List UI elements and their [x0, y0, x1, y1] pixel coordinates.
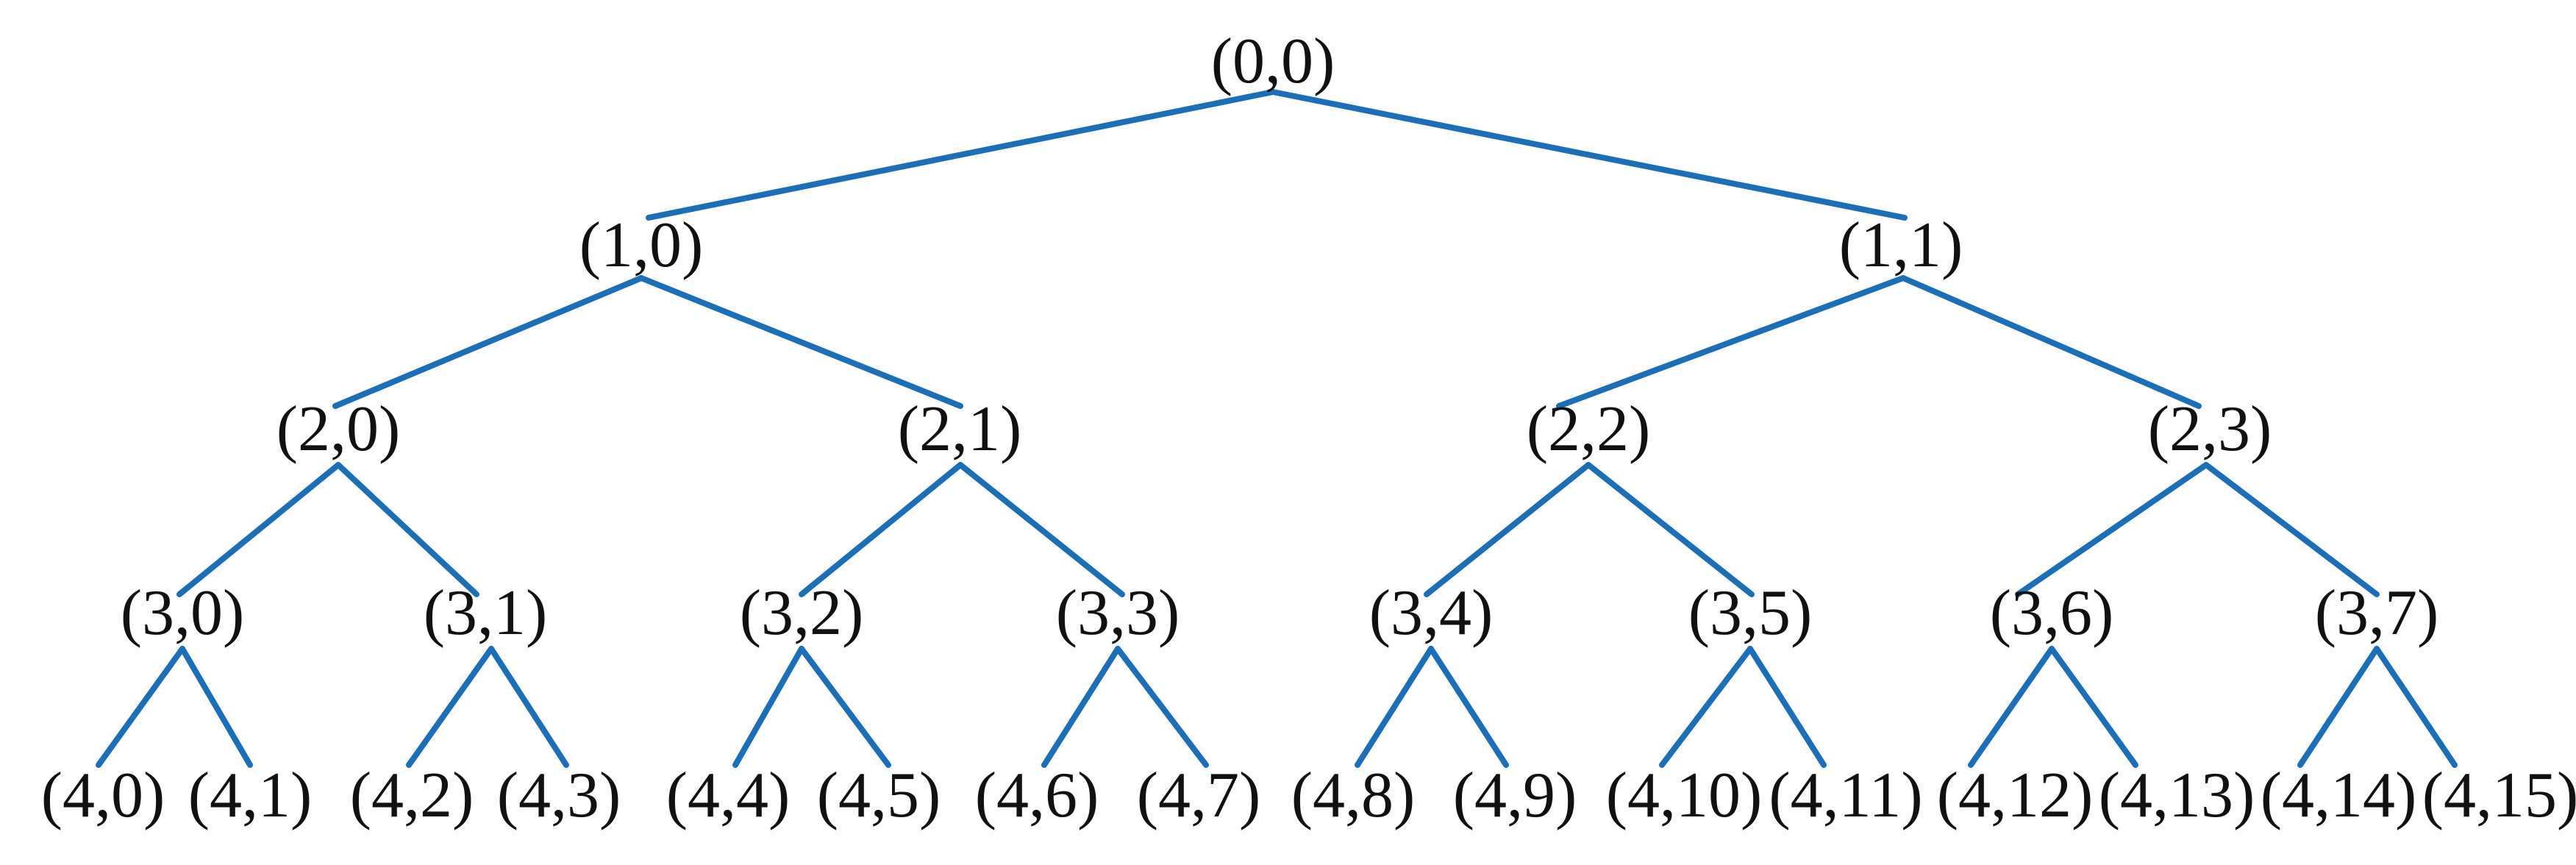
node-label-1-1: (1,1)	[1839, 210, 1963, 281]
node-label-4-1: (4,1)	[188, 760, 313, 831]
edge-3-4-to-4-9	[1428, 646, 1509, 768]
node-label-3-4: (3,4)	[1369, 577, 1494, 649]
node-label-1-0: (1,0)	[579, 210, 704, 281]
edge-3-2-to-4-4	[732, 646, 804, 768]
node-label-4-4: (4,4)	[666, 760, 791, 831]
node-label-4-10: (4,10)	[1606, 760, 1763, 831]
edge-3-0-to-4-0	[96, 646, 185, 768]
edge-0-0-to-1-1	[1270, 89, 1908, 221]
node-label-3-6: (3,6)	[1990, 577, 2114, 649]
node-label-4-15: (4,15)	[2422, 760, 2576, 831]
node-label-4-7: (4,7)	[1137, 760, 1261, 831]
node-label-4-3: (4,3)	[497, 760, 621, 831]
edge-3-1-to-4-2	[406, 646, 494, 768]
node-label-3-3: (3,3)	[1056, 577, 1180, 649]
node-label-4-5: (4,5)	[817, 760, 941, 831]
node-label-2-1: (2,1)	[898, 394, 1022, 465]
edge-3-7-to-4-14	[2297, 646, 2380, 768]
edge-3-5-to-4-10	[1659, 646, 1753, 768]
node-label-3-5: (3,5)	[1688, 577, 1813, 649]
node-label-0-0: (0,0)	[1211, 26, 1335, 97]
edge-1-0-to-2-1	[638, 275, 963, 409]
edge-2-1-to-3-2	[799, 462, 963, 597]
edge-1-0-to-2-0	[332, 275, 644, 409]
edge-3-6-to-4-12	[1968, 646, 2055, 768]
node-label-3-1: (3,1)	[424, 577, 548, 649]
edge-1-1-to-2-2	[1556, 275, 1906, 409]
node-label-4-11: (4,11)	[1769, 760, 1922, 831]
node-label-4-9: (4,9)	[1453, 760, 1577, 831]
edge-3-1-to-4-3	[488, 646, 569, 768]
node-label-3-2: (3,2)	[740, 577, 864, 649]
tree-edges	[96, 89, 2458, 768]
edge-3-7-to-4-15	[2374, 646, 2458, 768]
edge-3-0-to-4-1	[179, 646, 253, 768]
edge-3-4-to-4-8	[1355, 646, 1434, 768]
edge-3-5-to-4-11	[1747, 646, 1827, 768]
node-label-4-8: (4,8)	[1291, 760, 1416, 831]
edge-2-3-to-3-7	[2203, 462, 2380, 597]
node-label-4-0: (4,0)	[41, 760, 165, 831]
node-label-4-14: (4,14)	[2261, 760, 2417, 831]
node-label-2-3: (2,3)	[2148, 394, 2272, 465]
node-label-4-2: (4,2)	[350, 760, 474, 831]
node-label-3-7: (3,7)	[2315, 577, 2439, 649]
edge-2-2-to-3-4	[1424, 462, 1591, 597]
edge-3-3-to-4-6	[1041, 646, 1121, 768]
edge-2-1-to-3-3	[957, 462, 1125, 597]
edge-3-2-to-4-5	[799, 646, 891, 768]
edge-2-0-to-3-1	[335, 462, 479, 597]
edge-1-1-to-2-3	[1900, 275, 2202, 409]
edge-3-3-to-4-7	[1115, 646, 1209, 768]
node-label-4-6: (4,6)	[975, 760, 1099, 831]
node-label-3-0: (3,0)	[121, 577, 245, 649]
edge-2-0-to-3-0	[176, 462, 341, 597]
edge-2-3-to-3-6	[2015, 462, 2209, 597]
edge-2-2-to-3-5	[1585, 462, 1755, 597]
edge-3-6-to-4-13	[2049, 646, 2138, 768]
node-label-2-0: (2,0)	[276, 394, 401, 465]
node-label-4-12: (4,12)	[1937, 760, 2094, 831]
tree-node-labels: (0,0) (1,0) (1,1) (2,0) (2,1) (2,2) (2,3) (3,0)…	[41, 26, 2576, 831]
edge-0-0-to-1-0	[646, 89, 1276, 221]
node-label-2-2: (2,2)	[1527, 394, 1651, 465]
node-label-4-13: (4,13)	[2099, 760, 2255, 831]
